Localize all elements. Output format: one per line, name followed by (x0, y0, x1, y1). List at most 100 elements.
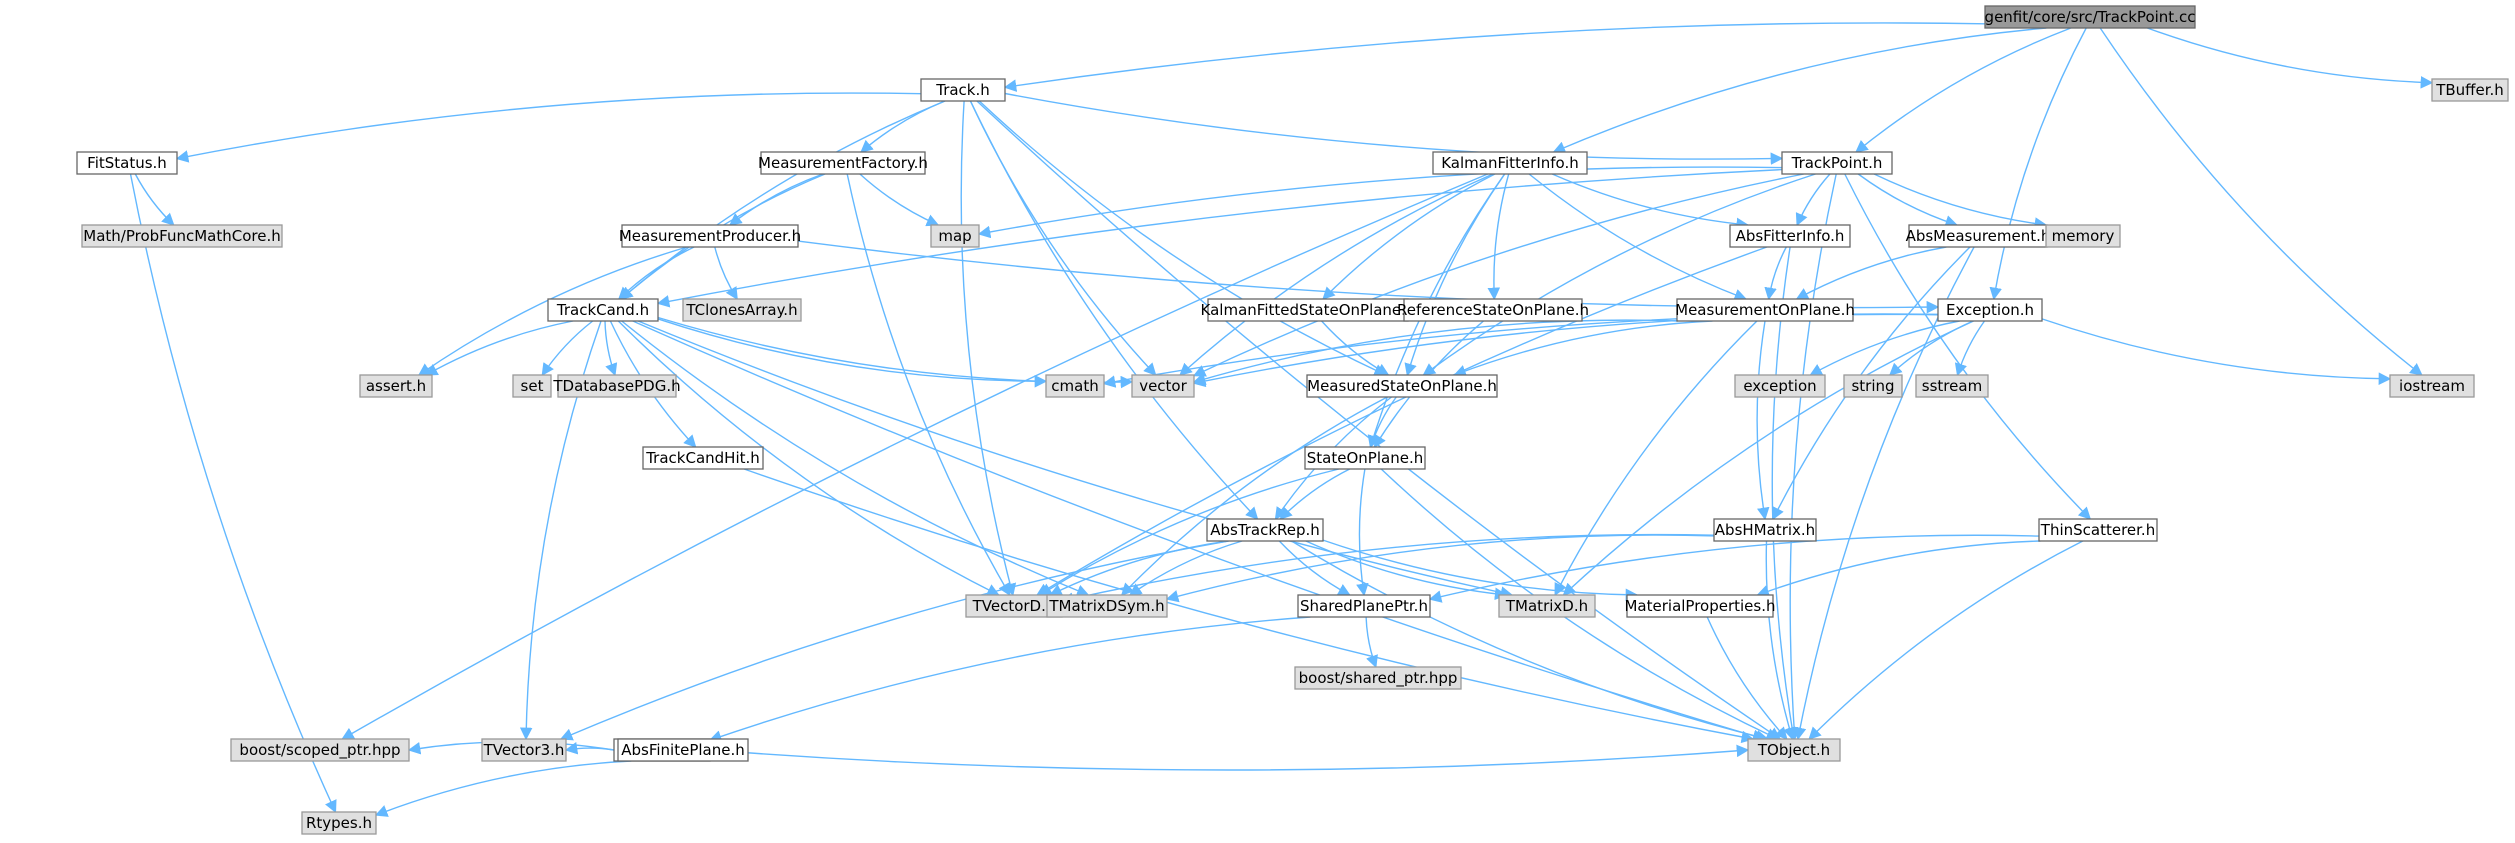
node-label-measproducer: MeasurementProducer.h (619, 227, 801, 245)
node-kalmanfitted[interactable]: KalmanFittedStateOnPlane.h (1201, 298, 1416, 322)
node-label-sstream: sstream (1922, 377, 1982, 395)
edge-exception-to-sstream (1954, 320, 1986, 377)
node-abshmatrix[interactable]: AbsHMatrix.h (1713, 518, 1817, 542)
node-label-cmath: cmath (1051, 377, 1098, 395)
node-root[interactable]: genfit/core/src/TrackPoint.cc (1984, 5, 2196, 29)
edge-measonplane-to-measstate (1453, 320, 1713, 377)
node-stateonplane[interactable]: StateOnPlane.h (1304, 446, 1426, 470)
edge-absfinite-to-rtypes (374, 760, 632, 817)
edge-trackcand-to-asserth (424, 320, 574, 376)
edge-trackpoint-to-measstate (1422, 173, 1816, 376)
edge-stateonplane-to-tvectord (1039, 468, 1340, 596)
node-boostshared: boost/shared_ptr.hpp (1294, 666, 1462, 690)
edge-track-to-measfactory (860, 100, 946, 153)
node-label-thinscatterer: ThinScatterer.h (2040, 521, 2155, 539)
node-box-set (512, 374, 552, 398)
node-box-refstate (1403, 298, 1583, 322)
edge-track-to-trackcand (620, 100, 946, 300)
node-absfitterinfo[interactable]: AbsFitterInfo.h (1729, 224, 1851, 248)
edge-exception-to-iostream (2041, 318, 2392, 385)
edge-trackpoint-to-map (977, 166, 1783, 239)
node-box-track (920, 78, 1006, 102)
node-box-measonplane (1676, 298, 1854, 322)
edge-abstrackrep-to-sharedplane (1278, 540, 1351, 596)
node-box-tmatrixdsym (1046, 594, 1168, 618)
edge-abstrackrep-to-matprops (1322, 539, 1639, 602)
node-label-tvectord: TVectorD.h (972, 597, 1056, 615)
node-box-asserth (359, 374, 433, 398)
edge-absfitterinfo-to-tvectord (1036, 246, 1768, 596)
edge-trackcand-to-tmatrixd (637, 320, 1514, 599)
node-thinscatterer[interactable]: ThinScatterer.h (2038, 518, 2158, 542)
node-measonplane[interactable]: MeasurementOnPlane.h (1675, 298, 1855, 322)
node-trackcandhit[interactable]: TrackCandHit.h (642, 446, 764, 470)
node-trackpoint[interactable]: TrackPoint.h (1781, 151, 1893, 175)
edge-trackcand-to-set (541, 320, 594, 377)
node-label-matprops: MaterialProperties.h (1624, 597, 1775, 615)
node-abstrackrep[interactable]: AbsTrackRep.h (1206, 518, 1324, 542)
node-measproducer[interactable]: MeasurementProducer.h (619, 224, 801, 248)
node-label-trackpoint: TrackPoint.h (1791, 154, 1883, 172)
node-matprops[interactable]: MaterialProperties.h (1624, 594, 1776, 618)
edge-measonplane-to-tmatrixd (1554, 320, 1758, 597)
node-label-set: set (521, 377, 544, 395)
node-label-absmeas: AbsMeasurement.h (1906, 227, 2051, 245)
node-box-root (1984, 5, 2196, 29)
edge-exception-to-exceptionsys (1809, 320, 1960, 376)
node-box-sstream (1915, 374, 1989, 398)
node-trackcand[interactable]: TrackCand.h (547, 298, 659, 322)
edge-measproducer-to-tclones (714, 246, 738, 301)
node-label-kalmanfitted: KalmanFittedStateOnPlane.h (1201, 301, 1416, 319)
node-box-abstrackrep (1206, 518, 1324, 542)
edge-thinscatterer-to-matprops (1756, 540, 2041, 598)
node-refstate[interactable]: ReferenceStateOnPlane.h (1397, 298, 1589, 322)
edge-track-to-measstate (978, 100, 1387, 376)
node-tbuffer: TBuffer.h (2431, 78, 2509, 102)
node-track[interactable]: Track.h (920, 78, 1006, 102)
edge-thinscatterer-to-sharedplane (1428, 534, 2040, 603)
edge-track-to-trackpoint (1004, 92, 1784, 165)
edge-root-to-exception (1989, 27, 2087, 301)
edge-trackcand-to-cmath (657, 318, 1048, 388)
node-box-abshmatrix (1713, 518, 1817, 542)
node-box-tdbpdg (557, 374, 677, 398)
node-label-track: Track.h (935, 81, 990, 99)
edge-track-to-fitstatus (175, 92, 922, 163)
node-asserth: assert.h (359, 374, 433, 398)
node-iostream: iostream (2389, 374, 2475, 398)
node-box-map (930, 224, 980, 248)
edge-root-to-iostream (2099, 27, 2423, 376)
node-measfactory[interactable]: MeasurementFactory.h (758, 151, 928, 175)
node-label-tobject: TObject.h (1757, 741, 1830, 759)
node-measstate[interactable]: MeasuredStateOnPlane.h (1306, 374, 1498, 398)
node-box-sharedplane (1297, 594, 1431, 618)
node-fitstatus[interactable]: FitStatus.h (76, 151, 178, 175)
node-string: string (1843, 374, 1903, 398)
edge-trackpoint-to-memory (1873, 173, 2048, 230)
node-label-probfunc: Math/ProbFuncMathCore.h (83, 227, 280, 245)
node-rtypes: Rtypes.h (301, 811, 377, 835)
node-absfinite[interactable]: AbsFinitePlane.h (617, 738, 749, 762)
node-box-measproducer (621, 224, 799, 248)
node-tvectord: TVectorD.h (965, 594, 1063, 618)
edge-absmeas-to-measonplane (1795, 246, 1947, 300)
node-absmeas[interactable]: AbsMeasurement.h (1906, 224, 2051, 248)
node-exception[interactable]: Exception.h (1937, 298, 2043, 322)
node-label-tmatrixdsym: TMatrixDSym.h (1048, 597, 1164, 615)
node-label-absfinite: AbsFinitePlane.h (621, 741, 745, 759)
edge-exception-to-tmatrixd (1562, 320, 1974, 596)
edge-fitstatus-to-rtypes (129, 173, 337, 814)
node-box-memory (2045, 224, 2121, 248)
node-label-abshmatrix: AbsHMatrix.h (1715, 521, 1815, 539)
node-box-tvector3 (481, 738, 567, 762)
node-sharedplane[interactable]: SharedPlanePtr.h (1297, 594, 1431, 618)
node-set: set (512, 374, 552, 398)
node-kalmaninfo[interactable]: KalmanFitterInfo.h (1432, 151, 1588, 175)
edge-abstrackrep-to-tmatrixdsym (1128, 540, 1243, 596)
edge-abstrackrep-to-tobject (1291, 540, 1769, 743)
node-box-tbuffer (2431, 78, 2509, 102)
edge-stateonplane-to-tobject (1380, 468, 1779, 740)
edge-sharedplane-to-boostshared (1365, 616, 1378, 669)
node-box-matprops (1626, 594, 1774, 618)
